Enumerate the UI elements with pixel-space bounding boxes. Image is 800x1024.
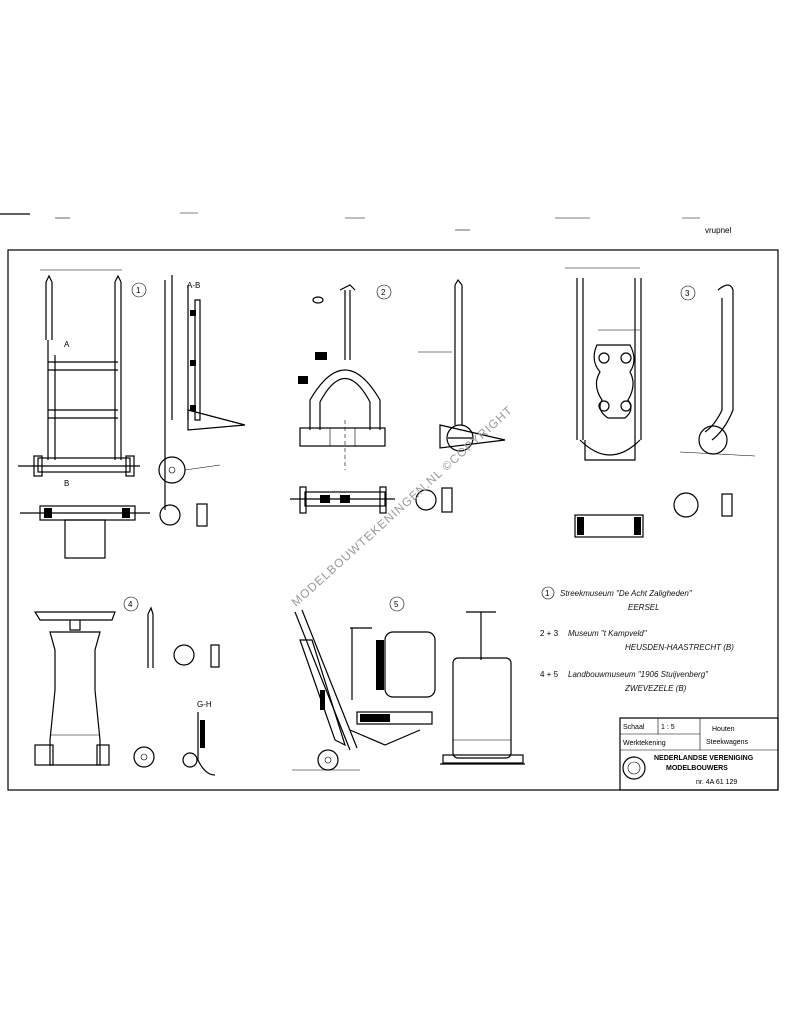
legend-sub-3: ZWEVEZELE (B) — [624, 684, 687, 693]
legend-marker-1: 1 — [545, 589, 550, 598]
tb-werktekening: Werktekening — [623, 740, 666, 747]
legend-entry-2: 2 + 3 Museum "t Kampveld" HEUSDEN-HAASTR… — [540, 629, 734, 652]
view-4: 4 G-H — [33, 596, 220, 776]
title-block: Schaal 1 : 5 Werktekening Houten Steekwa… — [619, 717, 779, 791]
view-2: 2 — [290, 278, 506, 514]
legend: 1 Streekmuseum "De Acht Zaligheden" EERS… — [540, 586, 734, 693]
legend-sub-1: EERSEL — [628, 603, 660, 612]
view-5-number: 5 — [394, 600, 399, 609]
view-2-number: 2 — [381, 288, 386, 297]
legend-entry-3: 4 + 5 Landbouwmuseum "1906 Stuijvenberg"… — [540, 670, 709, 693]
tb-org-2: MODELBOUWERS — [666, 765, 728, 772]
tb-title-1: Houten — [712, 726, 735, 733]
view-4-number: 4 — [128, 600, 133, 609]
tb-schaal-value: 1 : 5 — [661, 724, 675, 731]
tb-org-1: NEDERLANDSE VERENIGING — [654, 755, 754, 762]
legend-marker-3: 4 + 5 — [540, 670, 559, 679]
drawing-frame — [7, 249, 779, 791]
legend-marker-2: 2 + 3 — [540, 629, 559, 638]
legend-title-2: Museum "t Kampveld" — [568, 629, 648, 638]
nvm-logo — [622, 756, 646, 780]
view-1-number: 1 — [136, 286, 141, 295]
legend-entry-1: 1 Streekmuseum "De Acht Zaligheden" EERS… — [541, 586, 693, 612]
legend-title-3: Landbouwmuseum "1906 Stuijvenberg" — [568, 670, 709, 679]
legend-title-1: Streekmuseum "De Acht Zaligheden" — [560, 589, 693, 598]
cut-label-a: A — [64, 340, 70, 349]
top-border-marks — [0, 212, 700, 231]
tb-title-2: Steekwagens — [706, 739, 749, 746]
section-label-gh: G-H — [197, 700, 212, 709]
tb-schaal-label: Schaal — [623, 724, 645, 731]
tb-number: nr. 4A 61 129 — [696, 779, 737, 786]
view-3-number: 3 — [685, 289, 690, 298]
view-3: 3 — [565, 267, 756, 538]
view-1: 1 A-B A B — [18, 269, 246, 559]
view-5: 5 — [292, 596, 525, 771]
section-label-ab: A-B — [187, 281, 200, 290]
legend-sub-2: HEUSDEN-HAASTRECHT (B) — [625, 643, 734, 652]
cut-label-b: B — [64, 479, 69, 488]
top-mark: vrupnel — [705, 226, 731, 235]
